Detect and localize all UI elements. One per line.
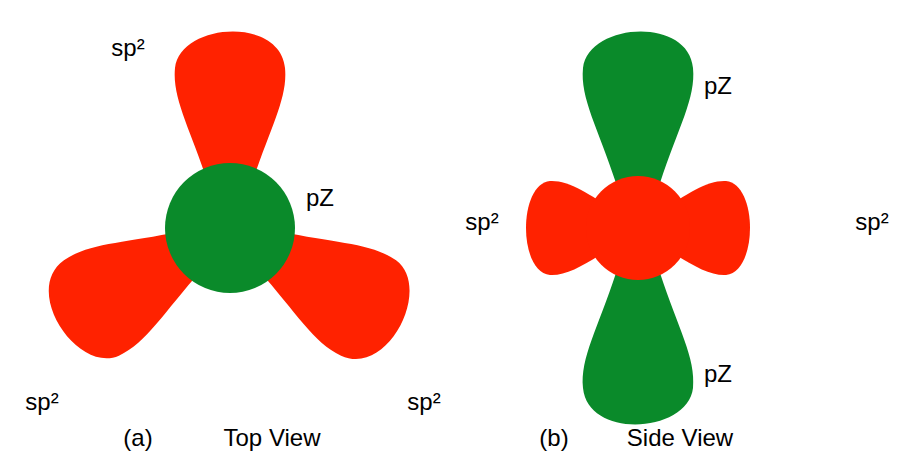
sp2-lobe [175,32,286,183]
orbital-label: sp² [855,209,888,235]
top-view [32,32,428,375]
side-view [526,32,750,425]
pz-lobe [583,32,694,183]
orbital-label: pZ [306,185,334,211]
sp2-orbital-edge-on [586,176,690,280]
orbital-label: sp² [111,35,144,61]
view-caption: Top View [224,425,321,451]
panel-letter: (b) [539,425,568,451]
orbital-label: sp² [25,389,58,415]
orbital-label: sp² [465,209,498,235]
orbital-label: pZ [704,361,732,387]
pz-lobe [583,273,694,424]
pz-orbital-end-on [165,163,295,293]
panel-letter: (a) [123,425,152,451]
orbital-label: sp² [407,389,440,415]
view-caption: Side View [627,425,733,451]
orbital-label: pZ [704,73,732,99]
